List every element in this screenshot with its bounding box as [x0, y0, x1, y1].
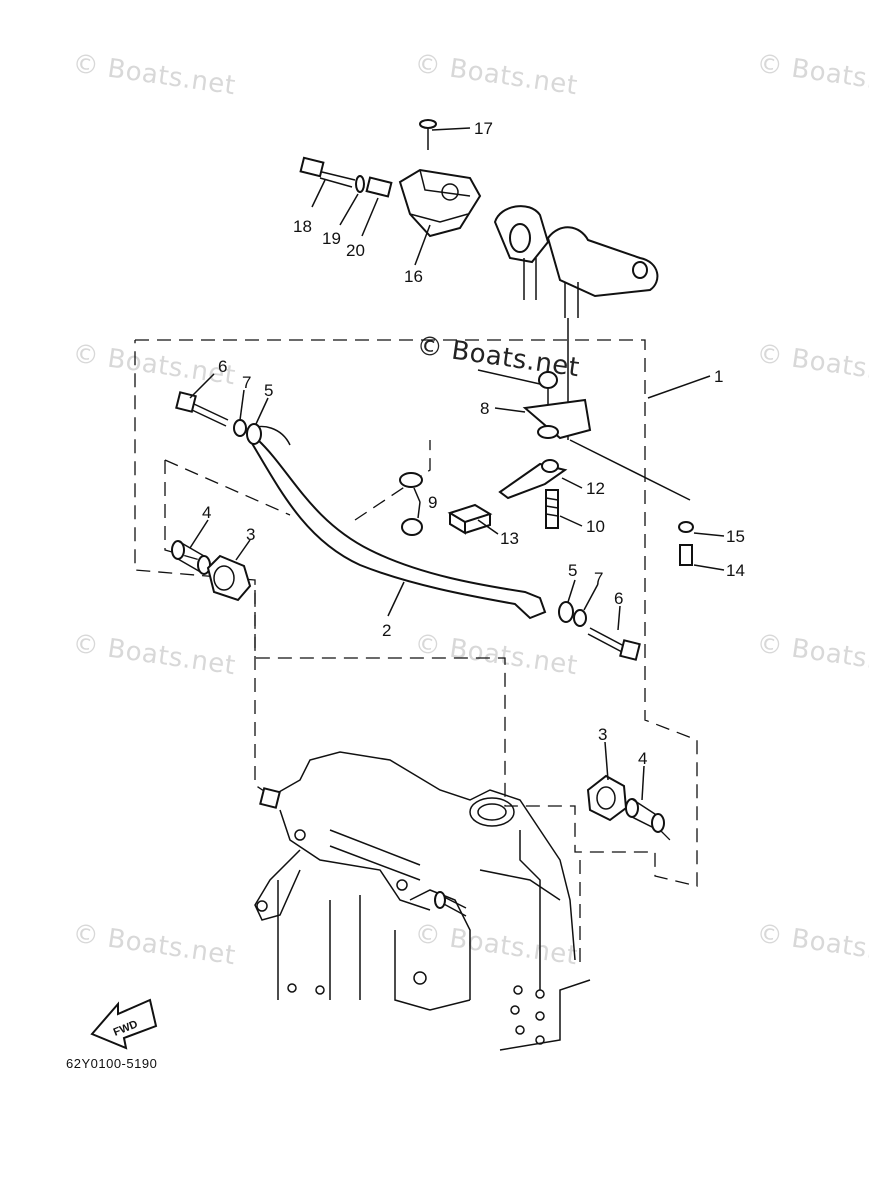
callout-9: 9 [428, 493, 437, 512]
leader-dashed [164, 459, 291, 516]
washer-19 [355, 175, 365, 193]
drawing-code: 62Y0100-5190 [66, 1056, 158, 1071]
callout-16: 16 [404, 267, 423, 286]
callout-6-right: 6 [614, 589, 623, 608]
nut-3-right [586, 774, 628, 822]
grommet-9-top [399, 472, 423, 488]
washer-15 [678, 521, 694, 533]
collar-4-left [171, 540, 211, 575]
collar-20 [365, 176, 393, 198]
callout-14: 14 [726, 561, 745, 580]
assembly-outline [134, 339, 698, 887]
leader-lines [189, 127, 725, 801]
washer-7-right [573, 609, 587, 627]
callout-13: 13 [500, 529, 519, 548]
bolt-6-right [587, 627, 641, 661]
washer-7-left [233, 419, 247, 437]
callout-3-right: 3 [598, 725, 607, 744]
fwd-arrow-icon: FWD [90, 998, 158, 1050]
screw-17 [419, 119, 437, 150]
callout-20: 20 [346, 241, 365, 260]
grommet-9-bottom [401, 518, 423, 536]
callout-4-right: 4 [638, 749, 647, 768]
washer-5-left [246, 423, 262, 445]
callout-12: 12 [586, 479, 605, 498]
callout-7-top: 7 [242, 373, 251, 392]
swivel-bracket [254, 751, 591, 1051]
callout-1: 1 [714, 367, 723, 386]
callout-2: 2 [382, 621, 391, 640]
bolt-18 [299, 156, 356, 188]
callout-17: 17 [474, 119, 493, 138]
callout-7-right: 7 [594, 569, 603, 588]
leader-dashed [254, 590, 271, 796]
link-12 [498, 459, 568, 500]
collar-4-right [625, 798, 665, 833]
steering-housing [493, 205, 659, 440]
bolt-14 [679, 544, 693, 566]
callout-8: 8 [480, 399, 489, 418]
stud-10 [545, 489, 559, 529]
callout-4-left: 4 [202, 503, 211, 522]
bracket-16 [398, 168, 482, 238]
leader-dashed [354, 440, 431, 521]
callout-3-left: 3 [246, 525, 255, 544]
steering-rod-2 [248, 439, 547, 620]
leader-dashed [659, 829, 671, 841]
washer-5-right [558, 601, 574, 623]
callout-15: 15 [726, 527, 745, 546]
callout-10: 10 [586, 517, 605, 536]
plate-8 [522, 371, 592, 440]
damper-13 [447, 503, 493, 535]
callout-5-right: 5 [568, 561, 577, 580]
nut-3-left [206, 554, 252, 602]
bolt-6-left [175, 391, 229, 427]
callout-19: 19 [322, 229, 341, 248]
callout-5-top: 5 [264, 381, 273, 400]
leader-dashed [164, 460, 201, 561]
callout-18: 18 [293, 217, 312, 236]
callout-6-top: 6 [218, 357, 227, 376]
